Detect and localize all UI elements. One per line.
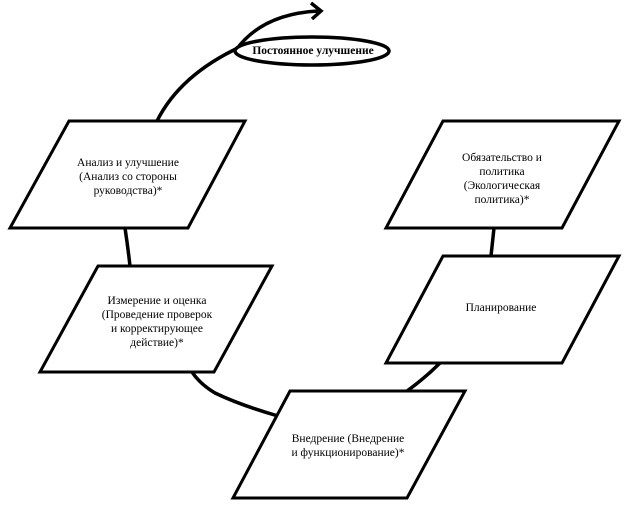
continuous-improvement-label: Постоянное улучшение — [252, 45, 374, 57]
connector-planning-to-implementation — [405, 361, 442, 393]
node-shape-planning — [383, 254, 622, 365]
node-shape-commitment-policy — [383, 119, 622, 230]
continuous-improvement-arrow — [234, 9, 319, 52]
arrowhead-icon — [309, 1, 324, 21]
node-shape-analysis-improvement — [7, 119, 248, 230]
node-shape-measurement-evaluation — [37, 264, 275, 374]
node-label-commitment-policy: Обязательство и политика (Экологическая … — [462, 152, 542, 206]
node-label-measurement-evaluation: Измерение и оценка (Проведение проверок … — [101, 295, 213, 349]
node-label-planning: Планирование — [465, 302, 537, 314]
connector-measurement-to-analysis — [123, 227, 132, 267]
connector-commitment-to-planning — [489, 227, 496, 257]
node-label-implementation: Внедрение (Внедрение и функционирование)… — [291, 433, 405, 459]
connector-analysis-to-ellipse — [155, 45, 241, 122]
node-shape-implementation — [230, 389, 468, 500]
continuous-improvement-ellipse — [233, 35, 391, 67]
connector-implementation-to-measurement — [190, 371, 279, 418]
node-label-analysis-improvement: Анализ и улучшение (Анализ со стороны ру… — [77, 157, 179, 197]
